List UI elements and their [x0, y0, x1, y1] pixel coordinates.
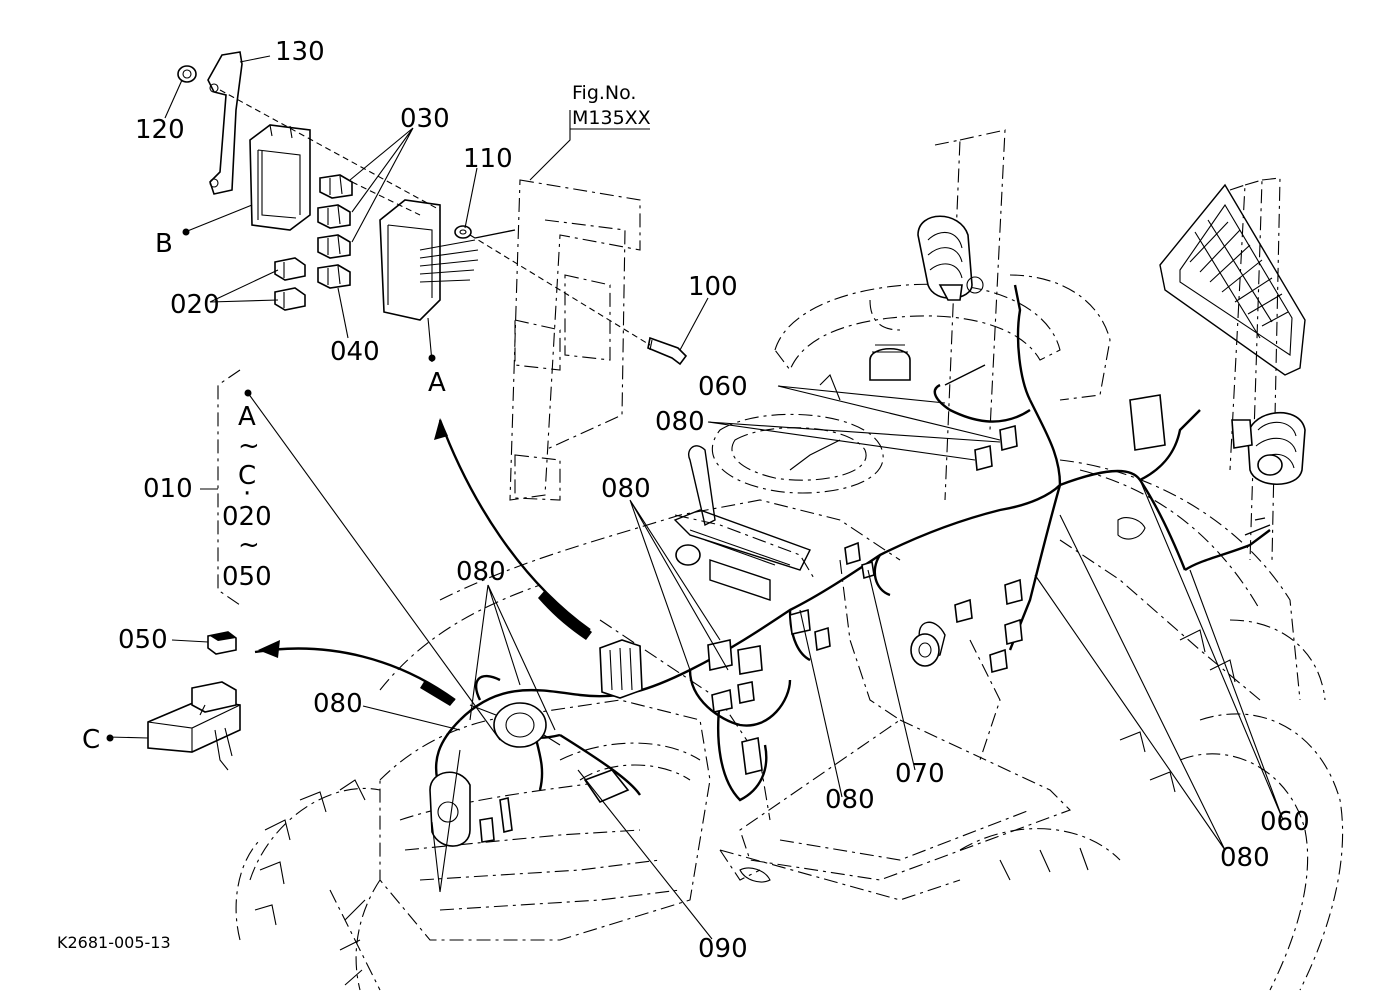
callout-060-top: 060 [698, 372, 748, 402]
range-tilde-2: ~ [238, 530, 260, 560]
fuse-box-holder-b [249, 124, 311, 231]
callout-080-right: 080 [1220, 843, 1270, 873]
callout-130: 130 [275, 37, 325, 67]
leader-050-fuse [171, 639, 209, 643]
callout-060-right: 060 [1260, 807, 1310, 837]
relay-020-set [274, 257, 306, 311]
relay-030-set [317, 174, 353, 259]
fuse-box-c [147, 681, 241, 771]
callout-110: 110 [463, 144, 513, 174]
callout-080-console: 080 [601, 474, 651, 504]
wiring-harness [434, 284, 1271, 802]
harness-components [429, 364, 1271, 847]
figure-ref-code: M135XX [572, 107, 651, 129]
leader-dashed-2 [351, 181, 421, 216]
callout-080-top: 080 [655, 407, 705, 437]
leader-lines [107, 55, 1284, 940]
arrow-a-to-controller [434, 418, 592, 640]
bolt-100 [647, 336, 688, 366]
callout-010: 010 [143, 474, 193, 504]
rear-sign [1159, 183, 1306, 376]
callout-080-left: 080 [313, 689, 363, 719]
callout-020: 020 [170, 290, 220, 320]
range-to-2: 050 [222, 562, 272, 592]
callout-080-center: 080 [825, 785, 875, 815]
callout-030: 030 [400, 104, 450, 134]
figure-ref-label: Fig.No. [572, 82, 636, 104]
marker-dots [106, 228, 436, 742]
marker-a: A [428, 368, 446, 398]
range-from-2: 020 [222, 502, 272, 532]
callout-040: 040 [330, 337, 380, 367]
nut-120 [177, 65, 197, 83]
range-tilde-1: ~ [238, 431, 260, 461]
work-light-left [917, 215, 984, 301]
marker-c: C [82, 725, 100, 755]
fuse-050 [207, 631, 237, 655]
drawing-code: K2681-005-13 [57, 933, 171, 952]
work-light-right [1231, 412, 1306, 486]
callout-090: 090 [698, 934, 748, 964]
controller-unit-a [379, 199, 516, 321]
callout-050: 050 [118, 625, 168, 655]
bracket-130 [207, 51, 243, 195]
arrow-c-to-front [254, 640, 456, 706]
callout-120: 120 [135, 115, 185, 145]
range-sep: · [243, 479, 251, 509]
range-to: C [238, 461, 256, 491]
callout-labels: 130 120 030 110 020 040 100 060 080 080 … [57, 37, 1310, 964]
callout-100: 100 [688, 272, 738, 302]
callout-080-engine: 080 [456, 557, 506, 587]
callout-070: 070 [895, 759, 945, 789]
leader-dashed-1 [219, 89, 441, 211]
range-bracket-010 [200, 369, 241, 606]
leader-dashed-3 [469, 234, 651, 346]
marker-b: B [155, 229, 173, 259]
grommet-110 [454, 225, 472, 239]
relay-040 [317, 264, 351, 289]
range-from: A [238, 402, 256, 432]
